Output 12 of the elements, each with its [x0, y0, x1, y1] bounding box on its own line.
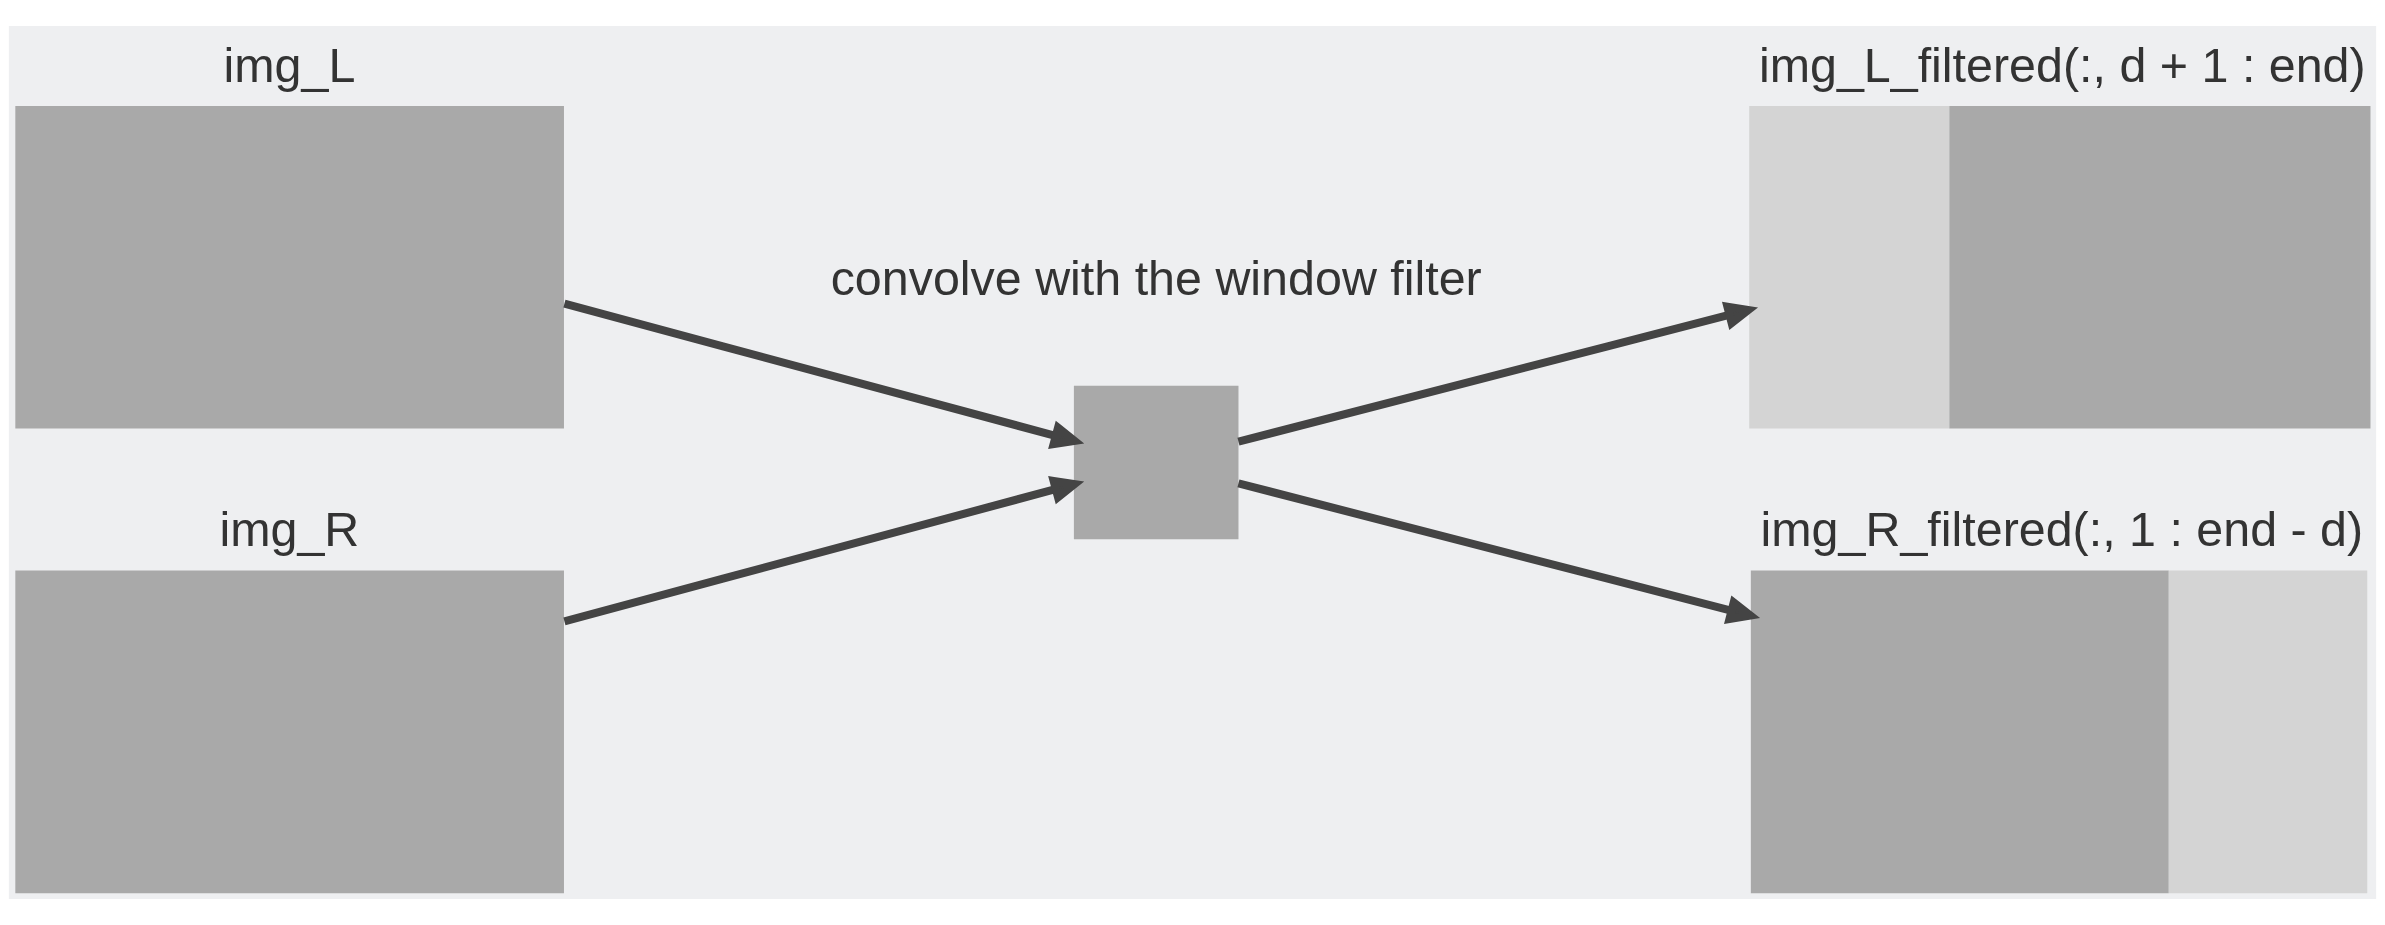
node-label: img_R_filtered(:, 1 : end - d): [1760, 502, 2364, 557]
arrow: [1237, 301, 1759, 446]
node-box: [1073, 385, 1239, 540]
node-label: img_R: [219, 502, 360, 557]
arrow: [563, 476, 1085, 626]
node-box: [15, 570, 564, 894]
node-label: img_L_filtered(:, d + 1 : end): [1758, 37, 2366, 92]
label: convolve with the window filter: [830, 251, 1482, 306]
node-box: [15, 105, 564, 429]
arrow: [563, 299, 1085, 449]
node-label: img_L: [223, 37, 356, 92]
arrow: [1237, 479, 1761, 624]
